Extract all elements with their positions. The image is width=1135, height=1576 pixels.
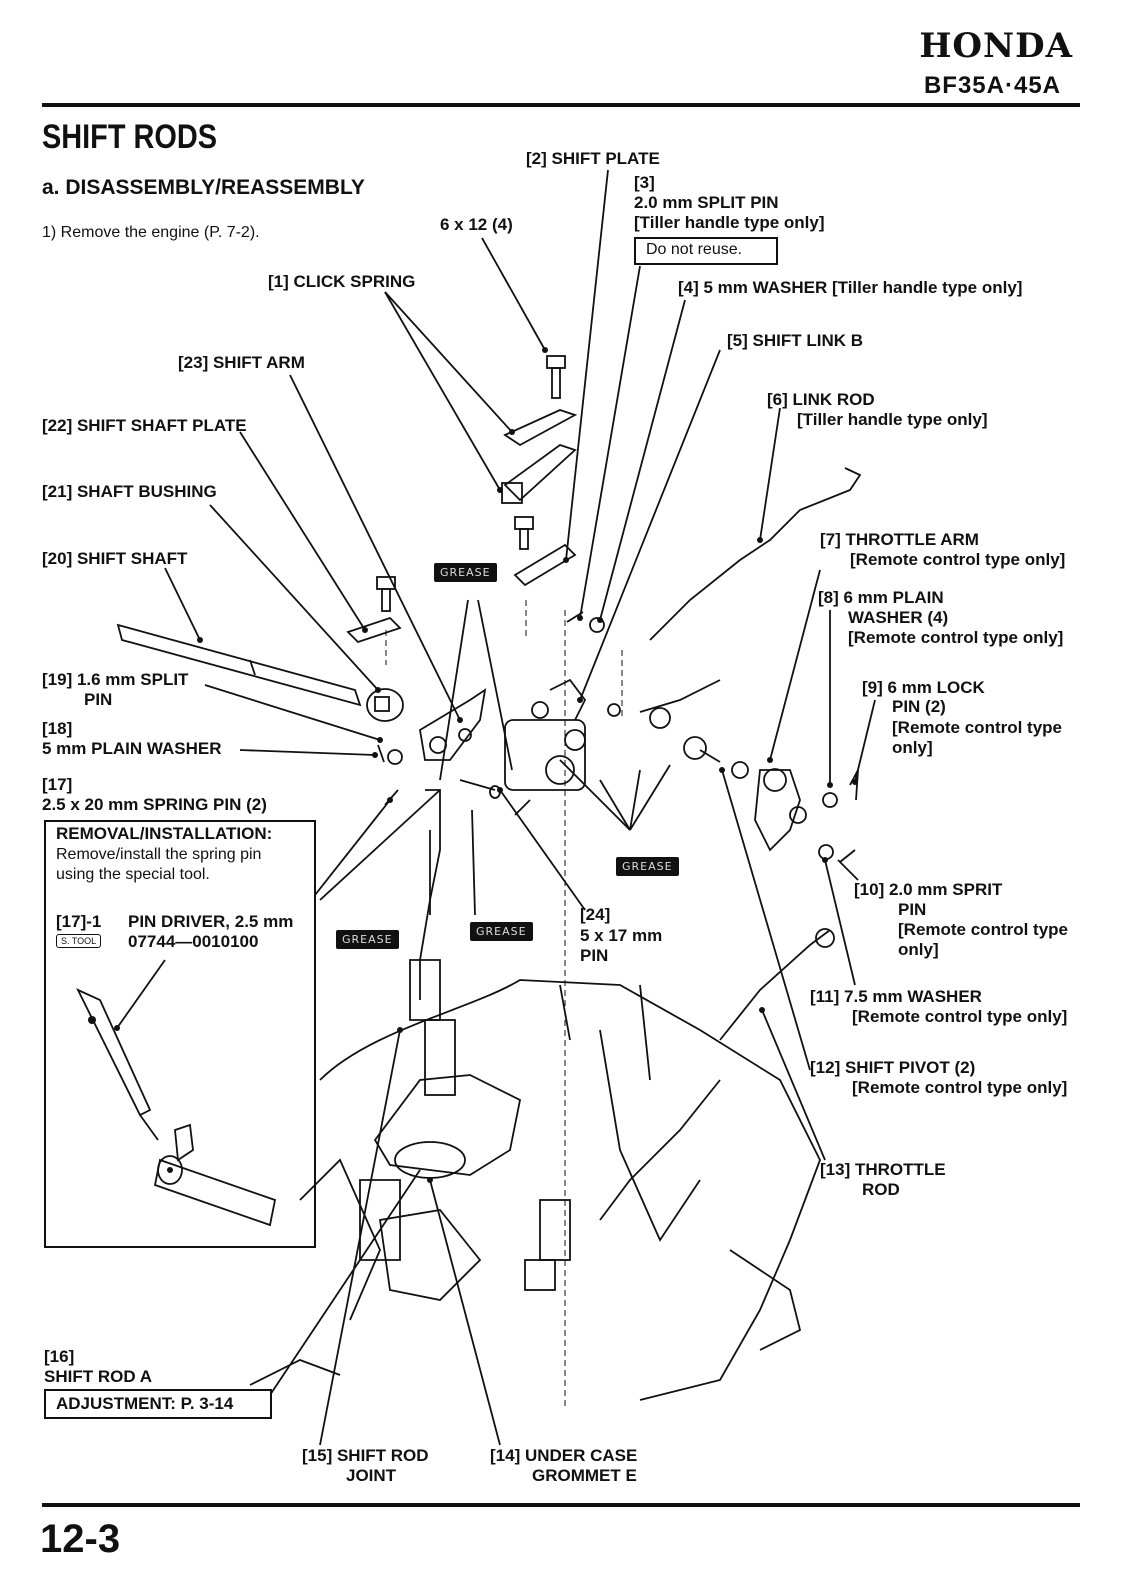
label-throttle-rod: [13] THROTTLE (820, 1160, 946, 1179)
adjustment-box: ADJUSTMENT: P. 3-14 (44, 1389, 272, 1419)
label-grommet: [14] UNDER CASE (490, 1446, 638, 1465)
removal-line-1: Remove/install the spring pin (56, 846, 262, 863)
removal-line-2: using the special tool. (56, 866, 210, 883)
label-pin-2: PIN (580, 946, 609, 965)
label-plain-washer-2: WASHER (4) (848, 608, 949, 627)
grease-tag-1: GREASE (434, 563, 497, 582)
header-rule (42, 103, 1080, 107)
tool-ref: [17]-1 (56, 912, 102, 931)
step-1: 1) Remove the engine (P. 7-2). (42, 224, 260, 241)
label-lock-pin: [9] 6 mm LOCK (862, 678, 985, 697)
tool-name: PIN DRIVER, 2.5 mm (128, 912, 294, 931)
label-lock-pin-note: [Remote control type (892, 718, 1063, 737)
label-75-washer: [11] 7.5 mm WASHER (810, 987, 982, 1006)
label-sprit-pin-note: [Remote control type (898, 920, 1069, 939)
label-shift-pivot-note: [Remote control type only] (852, 1078, 1068, 1097)
label-shift-rod-a: SHIFT ROD A (44, 1367, 152, 1386)
label-shift-link-b: [5] SHIFT LINK B (727, 331, 863, 350)
label-split-pin: 2.0 mm SPLIT PIN (634, 193, 779, 212)
grease-tag-3: GREASE (336, 930, 399, 949)
label-shift-plate: [2] SHIFT PLATE (526, 149, 660, 168)
label-shift-pivot: [12] SHIFT PIVOT (2) (810, 1058, 976, 1077)
label-shaft-bushing: [21] SHAFT BUSHING (42, 482, 217, 501)
tool-number: 07744—0010100 (128, 932, 259, 951)
label-plain-washer-note: [Remote control type only] (848, 628, 1064, 647)
label-plain-washer: [8] 6 mm PLAIN (818, 588, 944, 607)
label-spring-pin: 2.5 x 20 mm SPRING PIN (2) (42, 795, 267, 814)
special-tool-tag: S. TOOL (56, 934, 102, 948)
label-split-pin-num: [3] (634, 173, 655, 192)
label-16-split-pin: [19] 1.6 mm SPLIT (42, 670, 189, 689)
subsection-title: a. DISASSEMBLY/REASSEMBLY (42, 176, 365, 199)
label-grommet-2: GROMMET E (532, 1466, 637, 1485)
label-lock-pin-note-2: only] (892, 738, 933, 757)
label-rod-joint: [15] SHIFT ROD (302, 1446, 429, 1465)
label-bolt: 6 x 12 (4) (440, 215, 513, 234)
label-pin-num: [24] (580, 905, 611, 924)
label-lock-pin-2: PIN (2) (892, 697, 946, 716)
label-throttle-rod-2: ROD (862, 1180, 900, 1199)
model-name: BF35A·45A (923, 72, 1061, 99)
label-link-rod: [6] LINK ROD (767, 390, 875, 409)
label-sprit-pin-note-2: only] (898, 940, 939, 959)
do-not-reuse-box: Do not reuse. (634, 237, 778, 265)
label-pin: 5 x 17 mm (580, 926, 663, 945)
label-split-pin-note: [Tiller handle type only] (634, 213, 825, 232)
label-shift-shaft-plate: [22] SHIFT SHAFT PLATE (42, 416, 247, 435)
grease-tag-4: GREASE (470, 922, 533, 941)
label-washer: [4] 5 mm WASHER [Tiller handle type only… (678, 278, 1023, 297)
section-title: SHIFT RODS (42, 118, 218, 156)
label-throttle-arm: [7] THROTTLE ARM (820, 530, 979, 549)
label-click-spring: [1] CLICK SPRING (268, 272, 416, 291)
label-75-washer-note: [Remote control type only] (852, 1007, 1068, 1026)
label-16-split-pin-2: PIN (84, 690, 113, 709)
label-shift-rod-a-num: [16] (44, 1347, 75, 1366)
label-throttle-arm-note: [Remote control type only] (850, 550, 1066, 569)
label-rod-joint-2: JOINT (346, 1466, 397, 1485)
page-number: 12-3 (40, 1517, 121, 1561)
label-shift-shaft: [20] SHIFT SHAFT (42, 549, 188, 568)
label-spring-pin-num: [17] (42, 775, 73, 794)
label-5mm-washer-num: [18] (42, 719, 73, 738)
grease-tag-2: GREASE (616, 857, 679, 876)
footer-rule (42, 1503, 1080, 1507)
label-sprit-pin-2: PIN (898, 900, 927, 919)
label-sprit-pin: [10] 2.0 mm SPRIT (854, 880, 1003, 899)
removal-installation-box: REMOVAL/INSTALLATION: Remove/install the… (44, 820, 316, 1248)
removal-heading: REMOVAL/INSTALLATION: (56, 824, 273, 843)
brand-logo: HONDA (919, 26, 1073, 66)
label-5mm-washer: 5 mm PLAIN WASHER (42, 739, 222, 758)
label-shift-arm: [23] SHIFT ARM (178, 353, 305, 372)
do-not-reuse-text: Do not reuse. (646, 241, 743, 258)
adjustment-text: ADJUSTMENT: P. 3-14 (56, 1394, 234, 1413)
label-link-rod-note: [Tiller handle type only] (797, 410, 988, 429)
